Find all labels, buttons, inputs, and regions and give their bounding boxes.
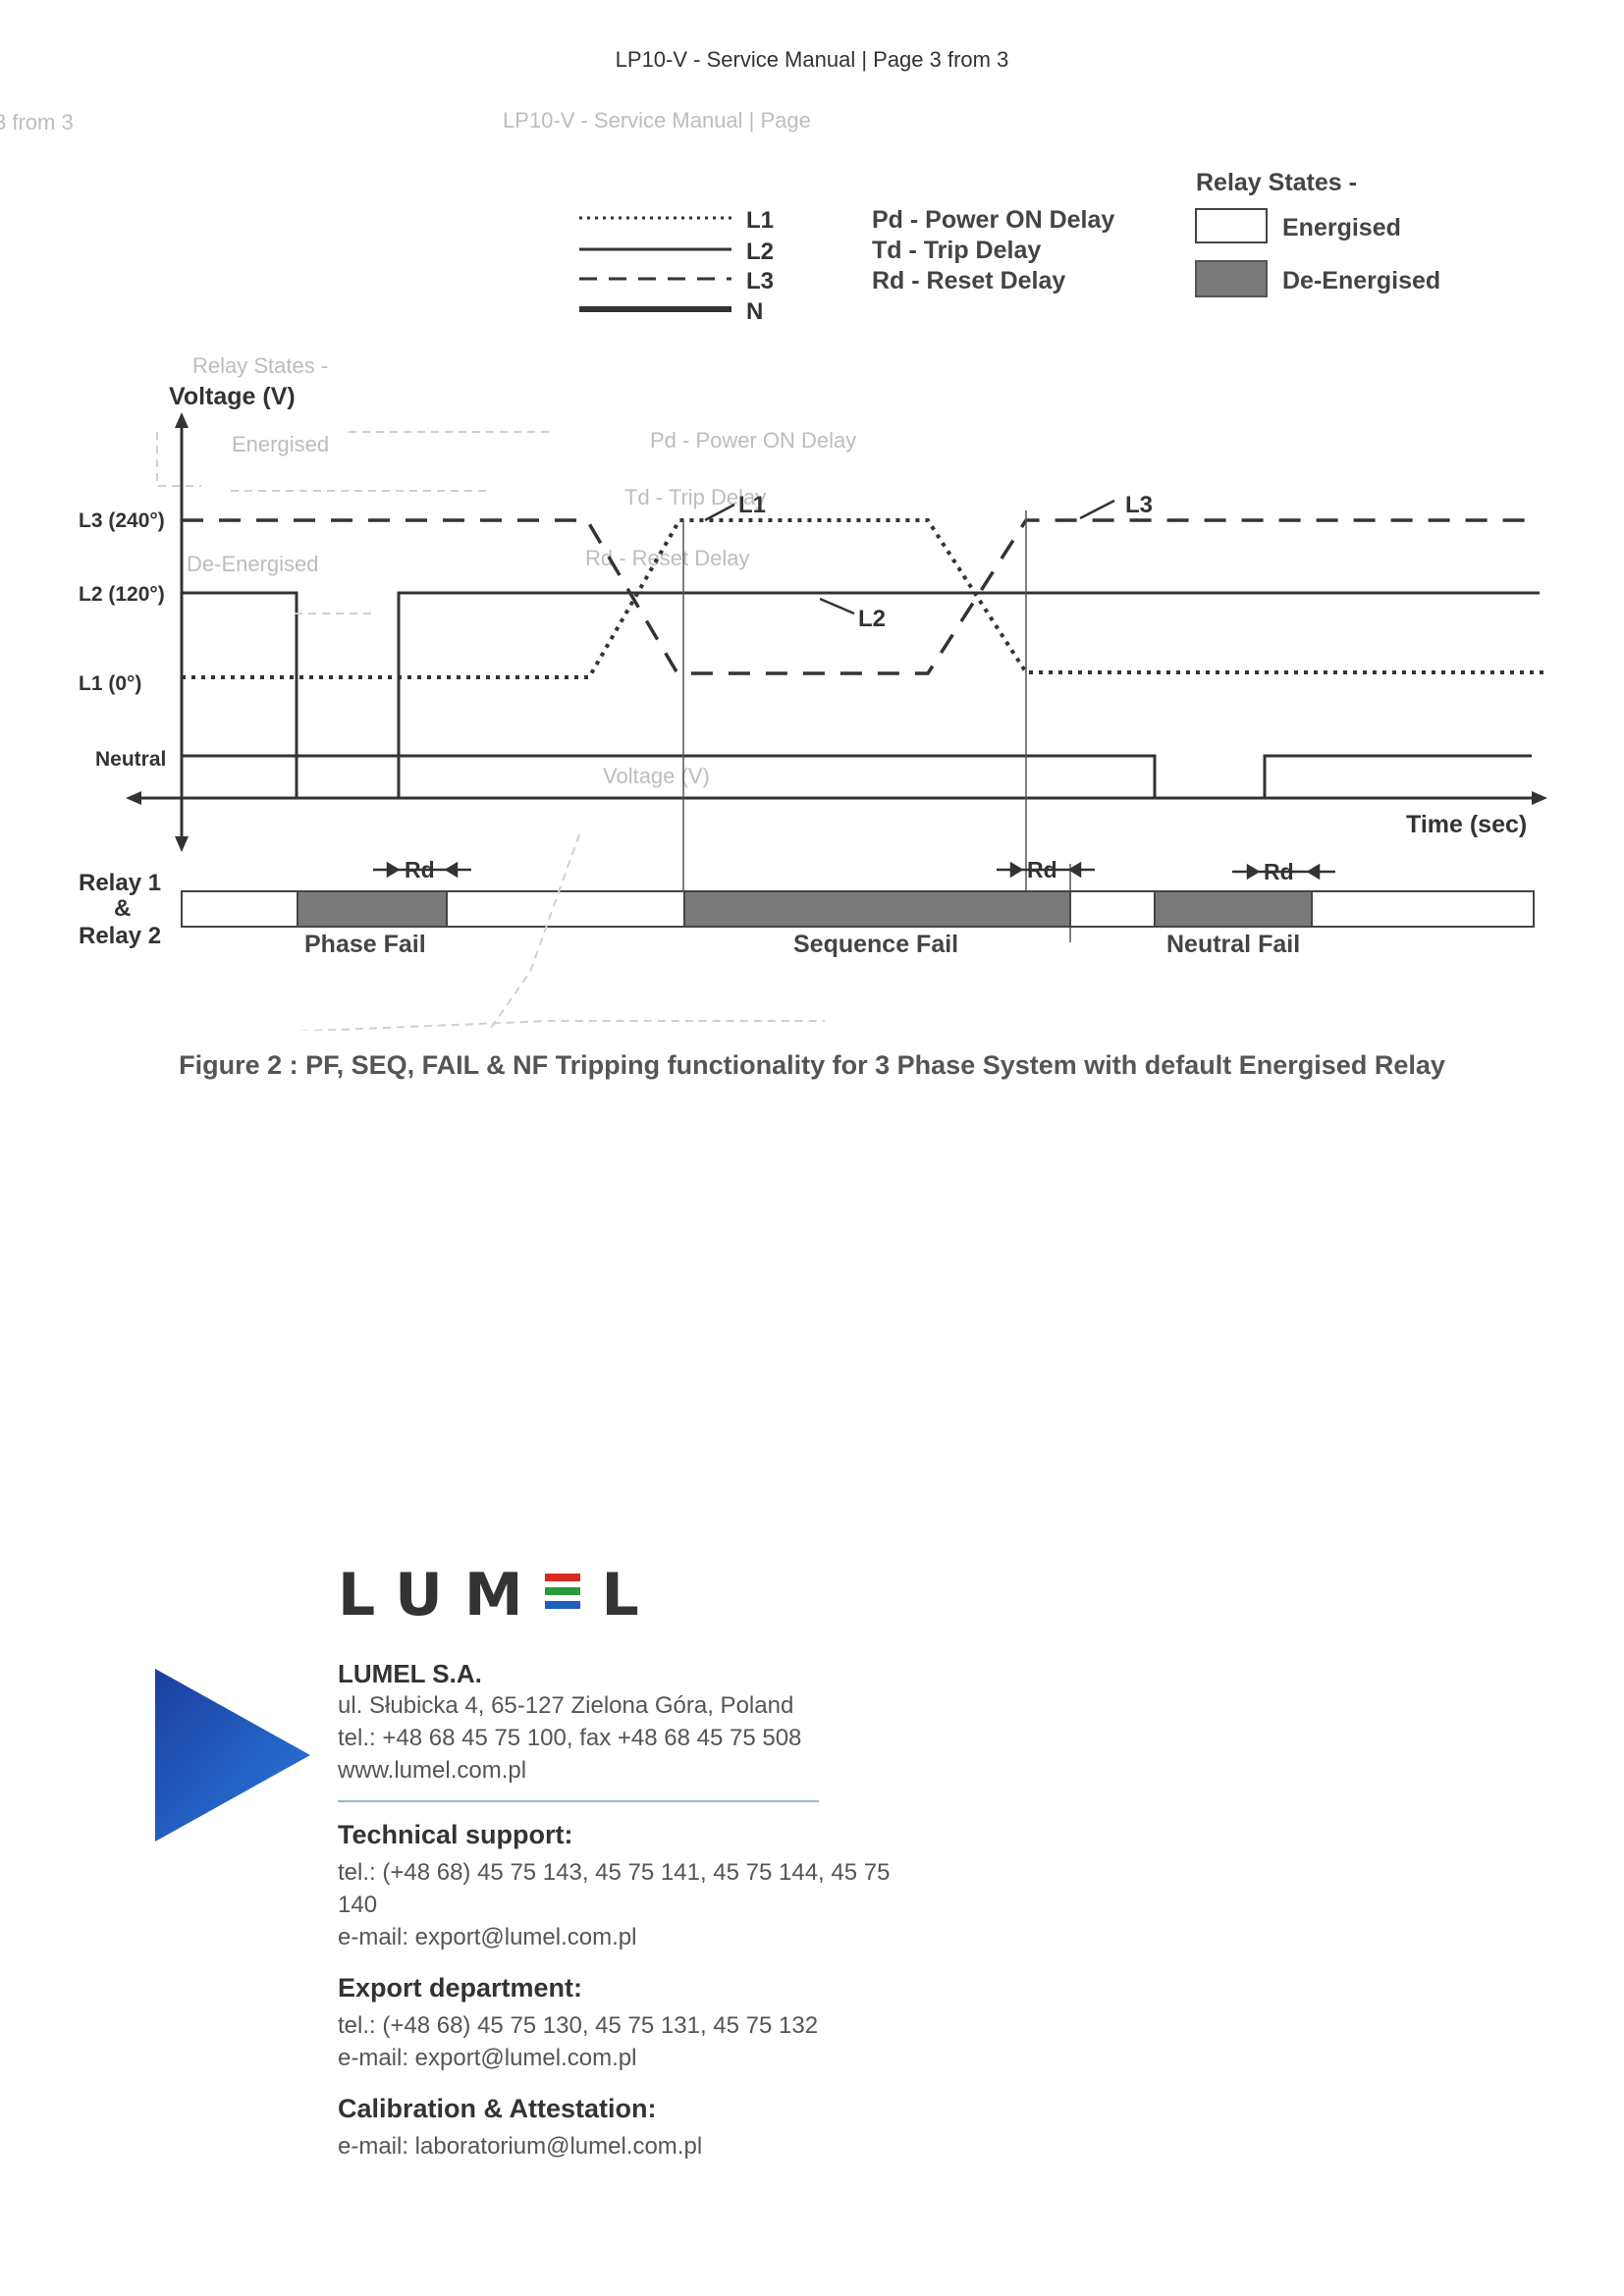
level-l1: L1 (0°) xyxy=(79,672,141,695)
level-labels: L3 (240°) L2 (120°) L1 (0°) Neutral xyxy=(79,509,166,771)
legend-lines: L1 L2 L3 N xyxy=(579,207,774,325)
vertical-markers xyxy=(682,510,1071,942)
legend-n-label: N xyxy=(746,298,763,325)
ghost-page-ref: 3 from 3 xyxy=(0,110,74,134)
arrow-logo-icon xyxy=(155,1669,310,1842)
technical-support-email[interactable]: e-mail: export@lumel.com.pl xyxy=(338,1924,637,1950)
ghost-voltage: Voltage (V) xyxy=(603,764,710,788)
export-department-email[interactable]: e-mail: export@lumel.com.pl xyxy=(338,2045,637,2071)
figure-caption: Figure 2 : PF, SEQ, FAIL & NF Tripping f… xyxy=(179,1050,1445,1080)
energised-swatch xyxy=(1195,208,1268,243)
company-phone-fax: tel.: +48 68 45 75 100, fax +48 68 45 75… xyxy=(338,1725,802,1751)
x-axis-label: Time (sec) xyxy=(1406,811,1527,838)
rd-label-3: Rd xyxy=(1264,859,1294,884)
level-l3: L3 (240°) xyxy=(79,509,165,532)
page-header: LP10-V - Service Manual | Page 3 from 3 xyxy=(615,47,1009,72)
legend-delays: Pd - Power ON Delay Td - Trip Delay Rd -… xyxy=(872,206,1114,294)
contact-separator xyxy=(338,1800,819,1802)
relay-label-amp: & xyxy=(114,895,131,922)
company-website[interactable]: www.lumel.com.pl xyxy=(338,1757,527,1784)
de-energised-label: De-Energised xyxy=(1282,267,1440,294)
energised-label: Energised xyxy=(1282,214,1401,241)
export-department-heading: Export department: xyxy=(338,1973,583,2002)
y-axis-label: Voltage (V) xyxy=(169,383,296,410)
ghost-power-on-delay: Pd - Power ON Delay xyxy=(650,428,857,453)
legend-rd: Rd - Reset Delay xyxy=(872,267,1065,294)
tripping-diagram: L1 L2 L3 N Pd - Power ON Delay Td - Trip… xyxy=(79,169,1547,1031)
ghost-trip-delay: Td - Trip Delay xyxy=(624,485,767,509)
segment-labels: Phase Fail Sequence Fail Neutral Fail xyxy=(304,931,1300,958)
company-address: ul. Słubicka 4, 65-127 Zielona Góra, Pol… xyxy=(338,1692,794,1719)
l2-waveform xyxy=(182,591,1540,798)
relay-label-1: Relay 1 xyxy=(79,870,161,896)
calibration-heading: Calibration & Attestation: xyxy=(338,2094,657,2123)
legend-l1-label: L1 xyxy=(746,207,774,234)
segment-neutral-fail: Neutral Fail xyxy=(1166,931,1300,958)
rd-label-1: Rd xyxy=(405,857,435,882)
neutral-waveform xyxy=(182,754,1532,798)
legend-l2-label: L2 xyxy=(746,239,774,265)
callout-l1: L1 xyxy=(738,492,766,518)
ghost-relay-states: Relay States - xyxy=(192,353,329,378)
ghost-manual-title: LP10-V - Service Manual | Page xyxy=(503,108,811,133)
legend-td: Td - Trip Delay xyxy=(872,237,1041,264)
de-energised-swatch xyxy=(1195,260,1268,297)
calibration-email[interactable]: e-mail: laboratorium@lumel.com.pl xyxy=(338,2133,703,2160)
rd-markers: Rd Rd Rd xyxy=(373,857,1335,884)
callout-l3: L3 xyxy=(1125,492,1153,518)
relay-label: Relay 1 & Relay 2 xyxy=(79,870,161,949)
relay-state-bar xyxy=(181,890,1535,928)
technical-support-heading: Technical support: xyxy=(338,1820,573,1849)
ghost-strokes xyxy=(156,431,825,1031)
ghost-de-energised: De-Energised xyxy=(187,552,319,576)
l1-waveform xyxy=(182,518,1546,679)
axes: Voltage (V) Time (sec) xyxy=(126,383,1547,852)
contact-block: LUMEL S.A. ul. Słubicka 4, 65-127 Zielon… xyxy=(338,1659,927,2163)
ghost-energised: Energised xyxy=(232,432,330,456)
company-name: LUMEL S.A. xyxy=(338,1659,482,1688)
callout-l2: L2 xyxy=(858,606,886,632)
level-neutral: Neutral xyxy=(95,748,166,771)
technical-support-tel: tel.: (+48 68) 45 75 143, 45 75 141, 45 … xyxy=(338,1859,891,1918)
level-l2: L2 (120°) xyxy=(79,583,165,606)
segment-sequence-fail: Sequence Fail xyxy=(793,931,958,958)
export-department-tel: tel.: (+48 68) 45 75 130, 45 75 131, 45 … xyxy=(338,2012,819,2039)
l3-waveform xyxy=(182,518,1527,675)
relay-states-title: Relay States - xyxy=(1196,169,1357,196)
callouts: L1 L2 L3 xyxy=(704,492,1153,632)
relay-label-2: Relay 2 xyxy=(79,923,161,949)
logo-e-mark xyxy=(544,1568,580,1615)
legend-pd: Pd - Power ON Delay xyxy=(872,206,1114,234)
rd-label-2: Rd xyxy=(1027,857,1057,882)
segment-phase-fail: Phase Fail xyxy=(304,931,426,958)
legend-relay-states: Relay States - Energised De-Energised xyxy=(1195,169,1440,297)
legend-l3-label: L3 xyxy=(746,268,774,294)
